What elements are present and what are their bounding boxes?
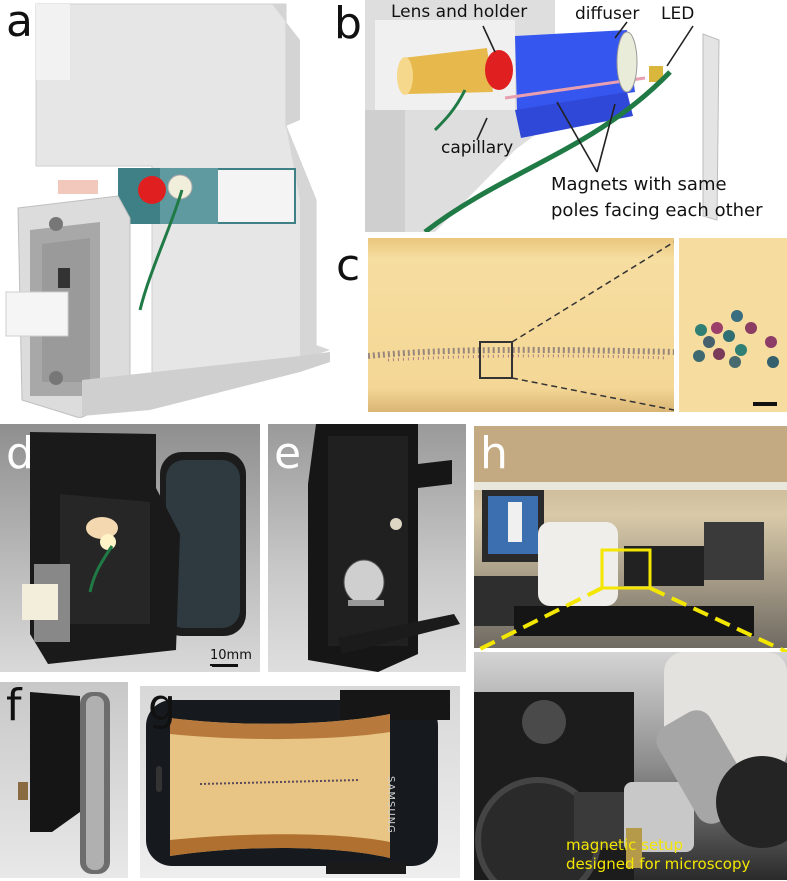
panel-c-zoom-particles xyxy=(693,310,779,406)
scale-bar-label: 10mm xyxy=(210,648,252,663)
panel-b-render xyxy=(365,0,720,232)
panel-c-label: c xyxy=(336,240,361,291)
panel-d-photo xyxy=(22,432,246,666)
panel-c-zoom xyxy=(679,238,787,412)
panel-d: d 10mm xyxy=(0,424,260,672)
panel-a: a xyxy=(0,0,365,418)
panel-g: g SAMSUNG xyxy=(140,686,460,878)
capillary-label: capillary xyxy=(441,138,514,158)
panel-g-photo xyxy=(146,690,450,874)
panel-h-bottom-photo xyxy=(474,652,787,880)
panel-h-bottom: magnetic setup designed for microscopy xyxy=(474,652,787,880)
panel-b: b Lens and holder diffuser LED capillary… xyxy=(365,0,787,232)
samsung-logo: SAMSUNG xyxy=(385,776,396,834)
panel-a-render xyxy=(5,3,330,418)
panel-f: f xyxy=(0,682,128,878)
panel-b-label-visible: b xyxy=(334,0,362,49)
panel-e: e xyxy=(268,424,466,672)
panel-e-label: e xyxy=(274,428,302,479)
panel-d-label: d xyxy=(6,428,34,479)
magnets-label-line1: Magnets with same xyxy=(551,174,727,195)
panel-h-top-photo xyxy=(474,426,787,636)
panel-f-label: f xyxy=(6,682,22,731)
panel-a-label: a xyxy=(6,0,33,47)
panel-c-main xyxy=(368,238,674,412)
magnets-label-line2: poles facing each other xyxy=(551,200,763,221)
panel-h-top: h xyxy=(474,426,787,648)
lens-holder-label: Lens and holder xyxy=(391,2,528,22)
panel-e-photo xyxy=(308,424,460,672)
diffuser-label: diffuser xyxy=(575,4,640,24)
panel-f-photo xyxy=(18,692,110,874)
panel-c-particles xyxy=(368,241,674,411)
led-label: LED xyxy=(661,4,695,24)
scale-bar xyxy=(212,664,238,667)
panel-h-label: h xyxy=(480,428,508,479)
panel-g-label: g xyxy=(148,686,176,731)
microscopy-caption-line1: magnetic setup xyxy=(566,836,684,854)
microscopy-caption-line2: designed for microscopy xyxy=(566,855,751,873)
